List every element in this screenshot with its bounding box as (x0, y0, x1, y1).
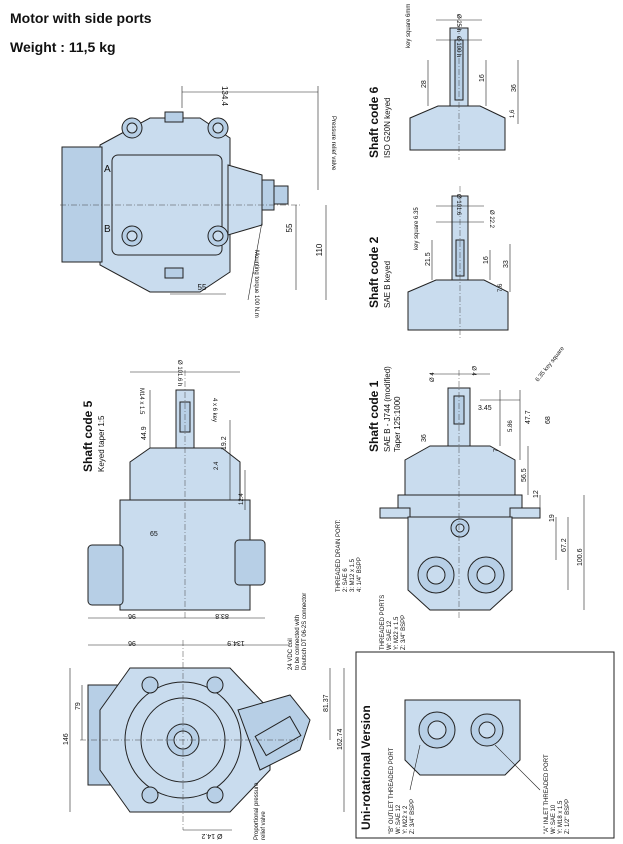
bv-dim-6: Ø 14.2 (201, 832, 222, 839)
sc1-dim-9: 12 (533, 490, 540, 498)
sc6-dim-2: key square 6mm (406, 4, 412, 48)
bv-dim-0: 96 (128, 639, 136, 646)
bv-dim-3: 146 (63, 733, 70, 745)
sc5-dim-0: Ø 101.6 h (176, 360, 182, 386)
shaft-code-5-drawing (87, 370, 266, 620)
top-dim-134-4: 134.4 (220, 86, 229, 107)
sc6-dim-6: 1,6 (510, 109, 516, 118)
sc5-dim-7: 65 (150, 531, 158, 538)
sc2-dim-0: Ø 22.2 (488, 210, 494, 229)
prop-valve-line-1: Proportional pressure (254, 782, 260, 840)
sc1-dim-4: 47.7 (525, 410, 532, 424)
shaft-code-6-heading: Shaft code 6 (367, 86, 381, 158)
inlet-line-1: W: SAE 10 (551, 804, 557, 834)
sc1-dim-0: Ø 4 (470, 366, 476, 376)
sc5-dim-3: 4 x 6 key (211, 398, 217, 422)
outlet-title: "B" OUTLET THREADED PORT (389, 747, 395, 834)
top-view-drawing (60, 86, 327, 301)
bv-dim-2: 79 (75, 702, 82, 710)
shaft-code-6-drawing (409, 14, 519, 160)
sc1-dim-0b: Ø 4 (430, 372, 436, 382)
sc2-dim-2: key square 6.35 (414, 207, 420, 250)
sc5-dim-8: 96 (128, 612, 136, 619)
sc2-dim-1: Ø 101.6 (455, 194, 461, 216)
ports-line-2: Y: M22 x 1.5 (394, 616, 400, 650)
shaft-code-6-desc: ISO G20N keyed (383, 98, 392, 158)
sc1-dim-11: 67.2 (561, 538, 568, 552)
sc5-dim-9: 83.8 (215, 612, 229, 619)
shaft-code-2-desc: SAE B keyed (383, 261, 392, 308)
bottom-view-drawing (69, 640, 345, 831)
inlet-line-2: Y: M18 x 1.5 (558, 800, 564, 834)
shaft-code-5-desc: Keyed taper 1:5 (97, 415, 106, 472)
sc1-dim-6: 36 (421, 434, 428, 442)
drain-port-line-1: 2: SAE 6 (343, 568, 349, 592)
sc1-dim-2: 6.35 key square (535, 345, 566, 383)
shaft-code-1-desc: SAE B - J744 (modified) (383, 366, 392, 452)
shaft-code-1-desc2: Taper 125:1000 (393, 396, 402, 452)
outlet-line-3: Z: 3/4" BSPP (410, 799, 416, 834)
uni-rotational-drawing (404, 699, 541, 791)
sc6-dim-5: 36 (511, 84, 518, 92)
bv-dim-4: 81.37 (323, 694, 330, 712)
sc5-dim-4: 19.2 (221, 436, 228, 450)
top-dim-55-vertical: 55 (285, 223, 294, 232)
uni-rotational-box (355, 651, 615, 839)
sc5-dim-5: 2.4 (214, 461, 220, 470)
sc1-dim-1: 3.45 (478, 405, 492, 412)
weight-label: Weight : 11,5 kg (10, 39, 116, 55)
sc1-dim-5: 68 (545, 416, 552, 424)
prop-valve-line-2: relief valve (261, 811, 267, 840)
port-b-label: B (104, 224, 111, 235)
top-dim-110: 110 (315, 243, 324, 256)
sc2-dim-6: 7.6 (498, 283, 504, 292)
shaft-code-2-heading: Shaft code 2 (367, 236, 381, 308)
coil-note-3: Deutsch DT 06-2S connector (302, 593, 308, 670)
bv-dim-1: 134.9 (227, 639, 245, 646)
shaft-code-2-drawing (407, 186, 511, 340)
coil-note-1: 24 VDC coil (288, 638, 294, 670)
outlet-line-1: W: SAE 12 (396, 804, 402, 834)
sc2-dim-5: 33 (503, 260, 510, 268)
coil-note-2: to be connected with (295, 615, 301, 670)
outlet-line-2: Y: M22 x 2 (403, 805, 409, 834)
sc5-dim-6: 12.4 (239, 493, 245, 505)
drain-port-title: THREADED DRAIN PORT: (336, 519, 342, 592)
sc1-dim-3: 5.86 (508, 420, 514, 432)
sc1-dim-7: 7 (494, 448, 500, 452)
shaft-code-1-drawing (379, 370, 585, 620)
bv-dim-5: 162.74 (337, 728, 344, 750)
ports-line-1: W: SAE 12 (387, 620, 393, 650)
sc1-dim-12: 100.6 (577, 548, 584, 566)
inlet-title: "A" INLET THREADED PORT (544, 754, 550, 834)
mounting-torque-label: Mounting torque 100 N.m (253, 250, 259, 318)
shaft-code-5-heading: Shaft code 5 (81, 400, 95, 472)
sc2-dim-4: 16 (483, 256, 490, 264)
sc6-dim-3: 16 (479, 74, 486, 82)
port-a-label: A (104, 164, 111, 175)
inlet-line-3: Z: 1/2" BSPP (565, 799, 571, 834)
top-dim-55-horizontal: 55 (198, 283, 207, 292)
sc2-dim-3: 21.5 (425, 252, 432, 266)
drain-port-line-2: 3: M12 x 1.5 (350, 558, 356, 592)
sc1-dim-10: 19 (549, 514, 556, 522)
ports-title: THREADED PORTS (380, 595, 386, 650)
ports-line-3: Z: 3/4" BSPP (401, 615, 407, 650)
sc1-dim-8: 56.5 (521, 468, 528, 482)
page-title: Motor with side ports (10, 10, 152, 26)
shaft-code-1-heading: Shaft code 1 (367, 380, 381, 452)
drain-port-line-3: 4: 1/4" BSPP (357, 557, 363, 592)
sc5-dim-1: M14 x 1.5 (138, 388, 144, 415)
sc6-dim-4: 28 (421, 80, 428, 88)
sc5-dim-2: 44.9 (141, 426, 148, 440)
sc6-dim-0: Ø 25 h (455, 14, 461, 32)
pressure-relief-valve-label: Pressure relief valve (330, 116, 336, 171)
sc6-dim-1: Ø 100 h (455, 36, 461, 57)
uni-rotational-heading: Uni-rotational Version (359, 705, 373, 830)
